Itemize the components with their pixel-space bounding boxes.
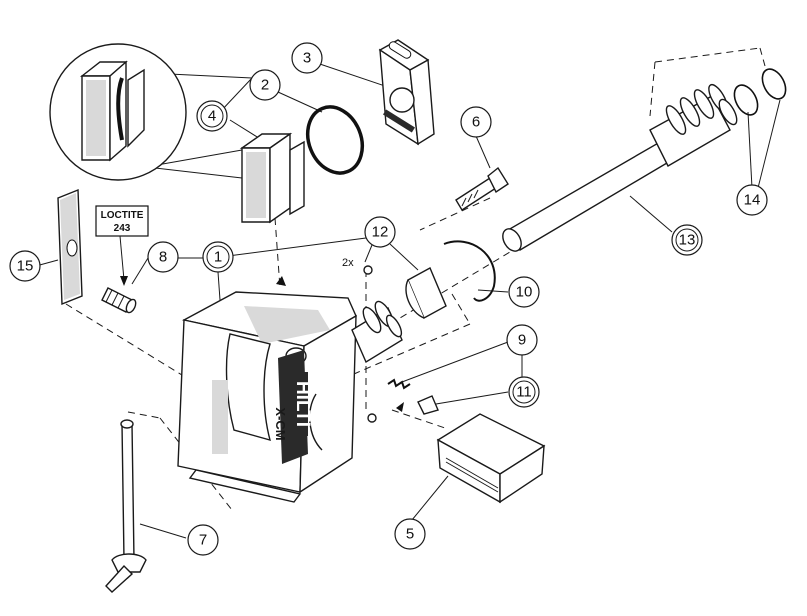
loctite-label-line2: 243: [114, 223, 131, 234]
screw-part: [455, 166, 509, 211]
callout-15: 15: [9, 250, 41, 282]
callout-7-label: 7: [199, 532, 207, 549]
callout-5-label: 5: [406, 526, 414, 543]
callout-10: 10: [508, 276, 540, 308]
callout-markers: 1 2 3 4 5 6 7 8 9 10 11 12 13 14 15: [9, 42, 768, 556]
callout-4: 4: [196, 100, 228, 132]
callout-14: 14: [736, 184, 768, 216]
set-screw-part: [101, 287, 137, 314]
callout-7: 7: [187, 524, 219, 556]
quantity-note: 2x: [342, 257, 354, 269]
callout-11-label: 11: [516, 384, 532, 401]
brand-lettering: HILTI: [292, 381, 313, 427]
callout-6-label: 6: [472, 114, 480, 131]
retaining-clip-part: [443, 240, 496, 302]
main-body-part: [177, 291, 403, 503]
callout-12-label: 12: [372, 224, 389, 241]
callout-8: 8: [147, 241, 179, 273]
callout-3-label: 3: [303, 50, 311, 67]
callout-14-label: 14: [744, 192, 761, 209]
loctite-label-line1: LOCTITE: [101, 210, 144, 221]
piston-shaft-part: [502, 83, 738, 252]
callout-2: 2: [249, 69, 281, 101]
body-markings: HILTI X-CM: [273, 372, 313, 441]
callout-3: 3: [291, 42, 323, 74]
magnifier-detail: [49, 43, 187, 181]
callout-13-label: 13: [679, 232, 696, 249]
callout-13: 13: [671, 224, 703, 256]
callout-15-label: 15: [17, 258, 34, 275]
callout-8-label: 8: [159, 249, 167, 266]
jaw-insert-part: [239, 132, 305, 224]
label-plate-part: [57, 188, 83, 306]
small-parts: [276, 265, 439, 423]
callout-9: 9: [506, 324, 538, 356]
callout-6: 6: [460, 106, 492, 138]
pin-lever-part: [105, 419, 147, 593]
callout-5: 5: [394, 518, 426, 550]
cover-cap-part: [436, 413, 546, 504]
assembly-dash-lines: [65, 47, 766, 511]
callout-9-label: 9: [518, 332, 526, 349]
callout-4-label: 4: [208, 108, 216, 125]
callout-2-label: 2: [261, 77, 269, 94]
seal-rings-part: [733, 68, 787, 116]
guide-block-part: [378, 39, 435, 146]
model-lettering: X-CM: [273, 407, 288, 440]
callout-10-label: 10: [516, 284, 533, 301]
callout-1-label: 1: [214, 249, 222, 266]
callout-12: 12: [364, 216, 396, 248]
callout-11: 11: [508, 376, 540, 408]
loctite-tag: LOCTITE 243: [95, 205, 149, 286]
callout-1: 1: [202, 241, 234, 273]
o-ring-part: [305, 105, 365, 175]
half-shell-part: [405, 267, 447, 319]
